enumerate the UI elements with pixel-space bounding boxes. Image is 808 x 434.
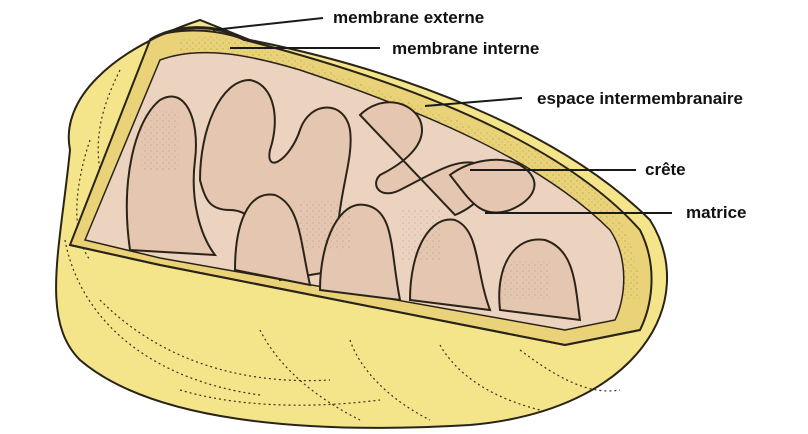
label-espace-intermembranaire: espace intermembranaire <box>537 89 743 109</box>
leader-membrane-externe <box>213 18 323 30</box>
label-crete: crête <box>645 160 686 180</box>
label-matrice: matrice <box>686 203 746 223</box>
label-membrane-externe: membrane externe <box>333 8 484 28</box>
label-membrane-interne: membrane interne <box>392 39 539 59</box>
